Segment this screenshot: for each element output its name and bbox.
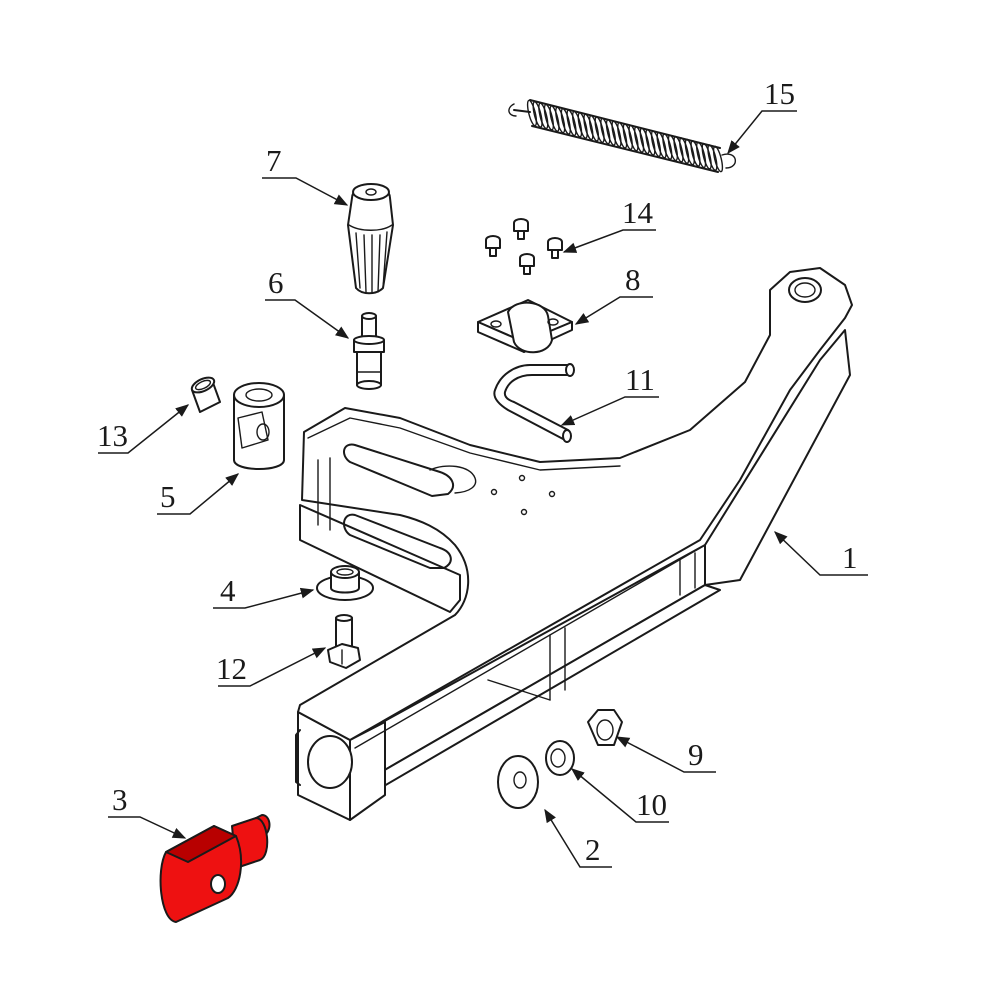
- part-9-nut: [587, 709, 623, 746]
- part-4-flange-bushing: [316, 565, 374, 601]
- part-13-bushing: [190, 376, 221, 413]
- part-7-knob: [347, 183, 394, 295]
- callout-9: 9: [688, 737, 704, 772]
- part-10-washer: [545, 740, 575, 776]
- part-6-pin: [353, 312, 385, 390]
- callout-5: 5: [160, 479, 176, 514]
- callout-13: 13: [97, 418, 128, 453]
- callout-15: 15: [764, 76, 795, 111]
- callout-6: 6: [268, 265, 284, 300]
- callout-11: 11: [625, 362, 655, 397]
- part-1-frame-arm: [295, 267, 853, 821]
- callout-4: 4: [220, 573, 236, 608]
- leader-lines: [98, 110, 868, 868]
- part-8-bracket: [477, 299, 573, 354]
- callout-2: 2: [585, 832, 601, 867]
- part-3-shaft-highlighted[interactable]: [159, 814, 271, 923]
- callout-3: 3: [112, 782, 128, 817]
- part-15-spring: [508, 99, 736, 173]
- part-11-bent-rod: [493, 363, 575, 443]
- part-2-large-washer: [497, 755, 539, 809]
- spring-coil: [526, 99, 538, 127]
- part-5-pivot-block: [233, 382, 285, 470]
- callout-10: 10: [636, 787, 667, 822]
- callout-labels: 1 2 3 4 5 6 7 8 9 10 11 12 13 14 15: [97, 76, 858, 867]
- callout-7: 7: [266, 143, 282, 178]
- part-14-screws: [485, 218, 563, 275]
- callout-1: 1: [842, 540, 858, 575]
- callout-14: 14: [622, 195, 654, 230]
- callout-8: 8: [625, 262, 641, 297]
- part-12-bolt: [327, 614, 361, 669]
- callout-12: 12: [216, 651, 247, 686]
